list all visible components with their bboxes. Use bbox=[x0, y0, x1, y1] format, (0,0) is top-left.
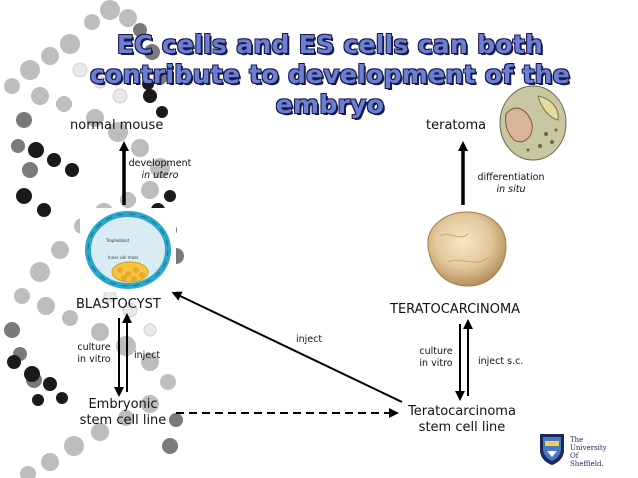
label-teratoma: teratoma bbox=[426, 118, 487, 133]
label-stem-cell-line-right: stem cell line bbox=[418, 420, 506, 435]
label-stem-cell-line-left: stem cell line bbox=[79, 413, 167, 428]
logo-line-1: The bbox=[570, 436, 584, 444]
blastocyst-illustration: Trophoblast Inner cell mass bbox=[80, 208, 176, 292]
label-differentiation: differentiation bbox=[477, 172, 545, 183]
label-inject-diagonal: inject bbox=[296, 334, 323, 345]
label-teratocarcinoma: TERATOCARCINOMA bbox=[390, 302, 521, 317]
label-culture-right: culture bbox=[419, 346, 453, 357]
blastocyst-trophoblast-label: Trophoblast bbox=[105, 238, 130, 243]
dna-helix-decoration bbox=[4, 0, 184, 478]
label-inject-left: inject bbox=[134, 350, 161, 361]
label-differentiation-in-situ: differentiation in situ bbox=[470, 172, 552, 196]
logo-line-3: Of bbox=[570, 452, 579, 460]
label-normal-mouse: normal mouse bbox=[70, 118, 164, 133]
teratoma-illustration bbox=[499, 85, 567, 161]
teratocarcinoma-illustration bbox=[427, 211, 507, 287]
label-in-vitro-right: in vitro bbox=[419, 358, 453, 369]
label-embryonic: Embryonic bbox=[88, 397, 158, 412]
label-blastocyst: BLASTOCYST bbox=[76, 297, 161, 312]
title-line-1: EC cells and ES cells can both bbox=[116, 30, 544, 59]
title-line-3: embryo bbox=[275, 90, 385, 119]
label-embryonic-stem-cell-line: Embryonic stem cell line bbox=[68, 397, 178, 429]
label-teratocarcinoma-stem-cell-line: Teratocarcinoma stem cell line bbox=[400, 404, 524, 436]
label-in-vitro-left: in vitro bbox=[77, 354, 111, 365]
label-in-utero: in utero bbox=[141, 170, 179, 181]
label-culture-in-vitro-right: culture in vitro bbox=[414, 346, 458, 370]
label-in-situ: in situ bbox=[496, 184, 526, 195]
label-development: development bbox=[128, 158, 192, 169]
blastocyst-icm-label: Inner cell mass bbox=[108, 255, 138, 260]
slide-title: EC cells and ES cells can both contribut… bbox=[70, 30, 590, 120]
university-crest-icon bbox=[540, 434, 564, 465]
title-line-2: contribute to development of the bbox=[89, 60, 571, 89]
label-culture-in-vitro-left: culture in vitro bbox=[74, 342, 114, 366]
label-development-in-utero: development in utero bbox=[128, 158, 192, 182]
logo-line-2: University bbox=[570, 444, 607, 452]
university-logo-text: The University Of Sheffield. bbox=[570, 436, 607, 468]
logo-line-4: Sheffield. bbox=[570, 460, 604, 468]
label-teratocarcinoma-stem: Teratocarcinoma bbox=[408, 404, 516, 419]
label-inject-sc: inject s.c. bbox=[478, 356, 524, 367]
arrow-inject-diagonal bbox=[171, 291, 403, 403]
label-culture-left: culture bbox=[77, 342, 111, 353]
